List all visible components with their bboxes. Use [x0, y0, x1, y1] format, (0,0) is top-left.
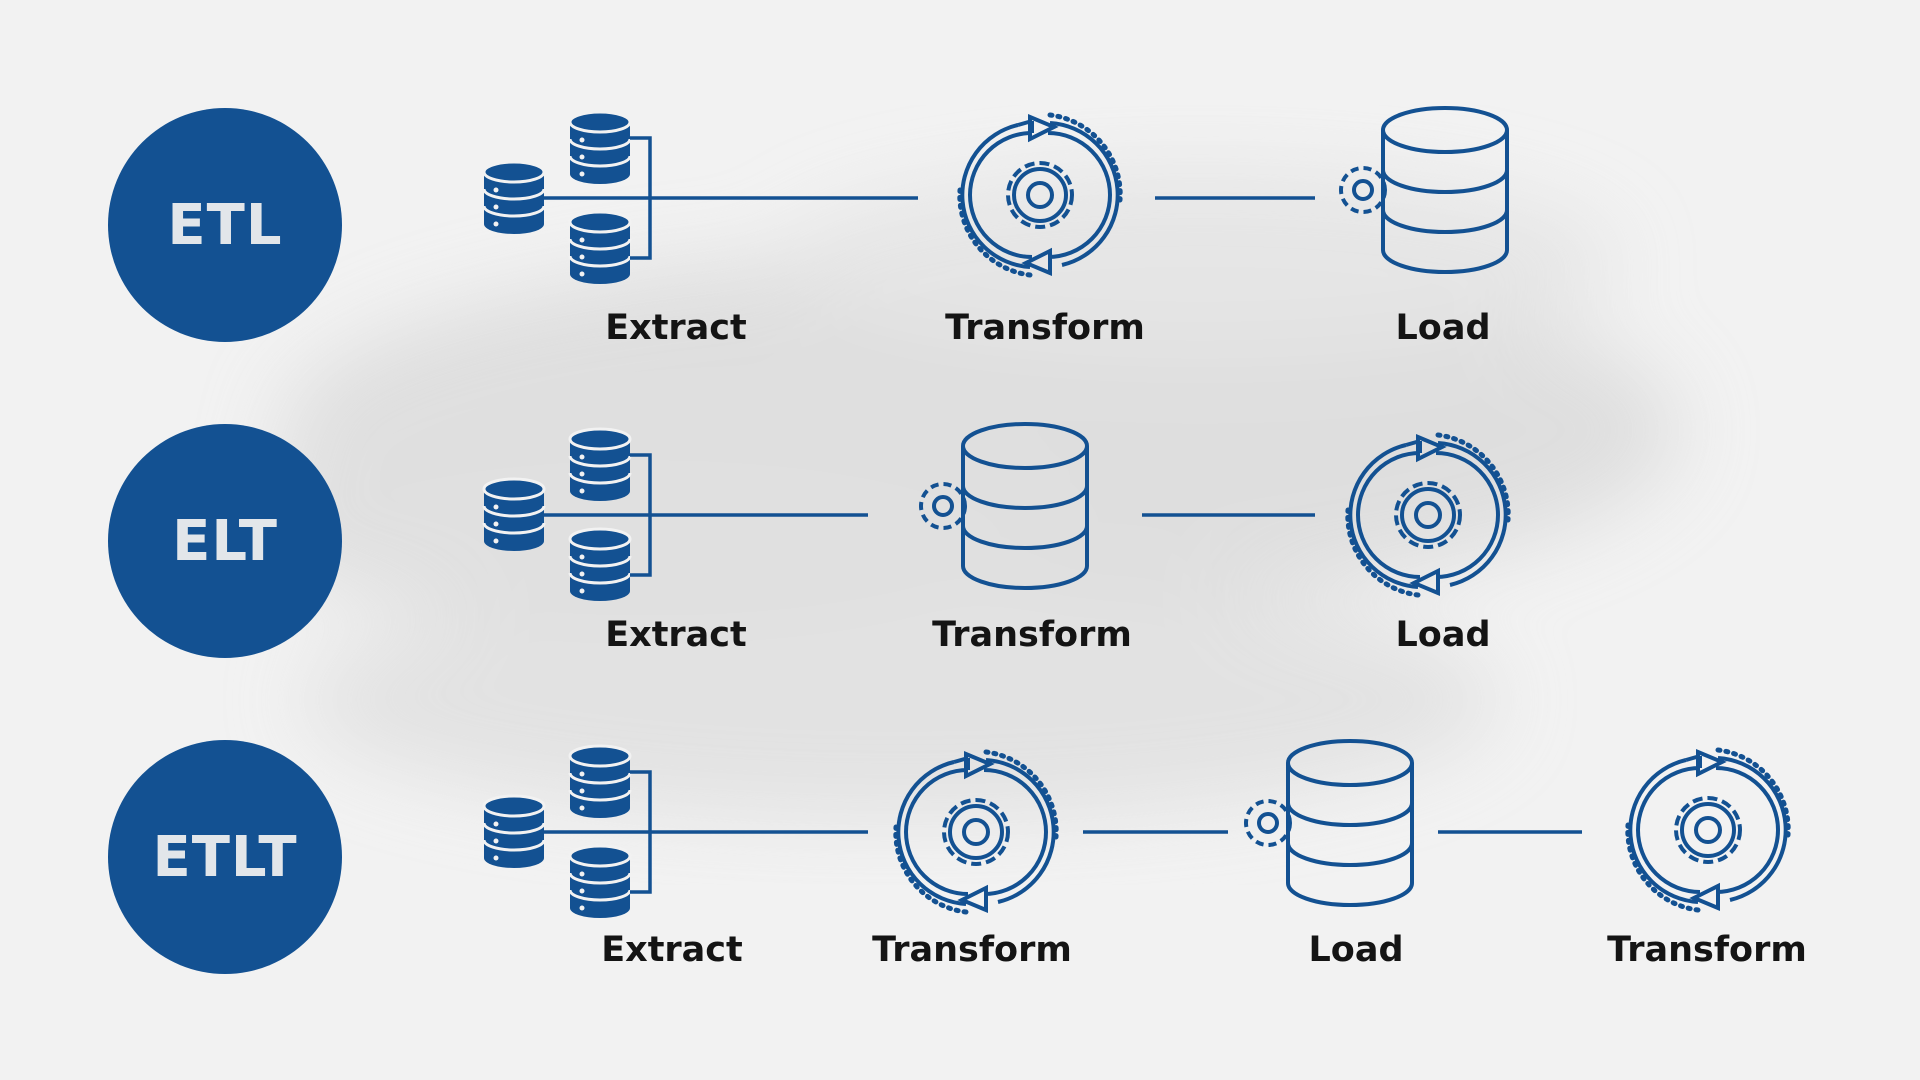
step-label: Load: [1308, 930, 1404, 970]
refresh-gear-icon: [960, 115, 1120, 275]
refresh-gear-icon: [1348, 435, 1508, 595]
step-label: Transform: [945, 308, 1145, 348]
elt-row: [484, 422, 1508, 601]
elt-badge-label: ELT: [172, 508, 278, 574]
databases-icon: [484, 429, 700, 601]
database-gear-icon: [919, 422, 1089, 590]
database-gear-icon: [1339, 106, 1509, 274]
step-label: Load: [1395, 615, 1491, 655]
etl-badge: ETL: [108, 108, 342, 342]
step-label: Load: [1395, 308, 1491, 348]
etlt-row: [484, 739, 1788, 918]
etl-row: [484, 106, 1509, 284]
etl-badge-label: ETL: [167, 192, 283, 258]
databases-icon: [484, 746, 700, 918]
refresh-gear-icon: [1628, 750, 1788, 910]
database-gear-icon: [1244, 739, 1414, 907]
databases-icon: [484, 112, 700, 284]
etlt-badge-label: ETLT: [152, 824, 298, 890]
step-label: Extract: [605, 308, 747, 348]
step-label: Transform: [932, 615, 1132, 655]
step-label: Transform: [872, 930, 1072, 970]
step-label: Extract: [601, 930, 743, 970]
step-label: Extract: [605, 615, 747, 655]
etlt-badge: ETLT: [108, 740, 342, 974]
elt-badge: ELT: [108, 424, 342, 658]
refresh-gear-icon: [896, 752, 1056, 912]
step-label: Transform: [1607, 930, 1807, 970]
